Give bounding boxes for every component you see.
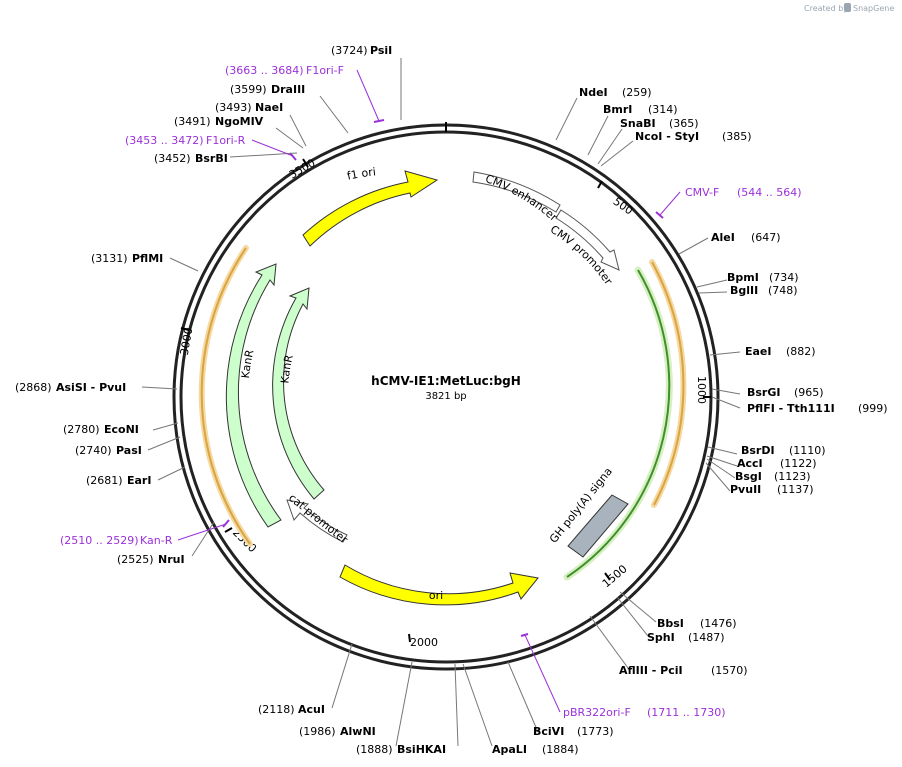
site-label-psii[interactable]: (3724)PsiI [331, 44, 392, 57]
tick-mark [180, 327, 190, 331]
site-label-bpmi[interactable]: BpmI(734) [727, 271, 799, 284]
site-label-asisi-pvui[interactable]: (2868)AsiSI - PvuI [15, 381, 126, 394]
site-label-bsrbi[interactable]: (3452)BsrBI [154, 152, 228, 165]
kanr-inner-feature [272, 287, 325, 500]
primer-label-kan-r[interactable]: (2510 .. 2529)Kan-R [60, 534, 173, 547]
site-label-bsrgi[interactable]: BsrGI(965) [747, 386, 824, 399]
tick-label: 3500 [287, 156, 318, 181]
tick-label: 3000 [178, 326, 196, 356]
site-label-bsgi[interactable]: BsgI(1123) [735, 470, 811, 483]
site-label-sphi[interactable]: SphI(1487) [647, 631, 725, 644]
f1-ori-feature [302, 170, 439, 247]
ori-feature [339, 564, 539, 606]
primer-label-f1ori-r[interactable]: (3453 .. 3472)F1ori-R [125, 134, 246, 147]
features [225, 170, 629, 606]
site-label-pflmi[interactable]: (3131)PflMI [91, 252, 163, 265]
site-label-naei[interactable]: (3493)NaeI [215, 101, 283, 114]
primer-marker [520, 633, 529, 637]
orf-main-arc [651, 261, 685, 506]
site-label-snabi[interactable]: SnaBI(365) [620, 117, 699, 130]
site-label-acci[interactable]: AccI(1122) [737, 457, 817, 470]
site-label-bglii[interactable]: BglII(748) [730, 284, 798, 297]
site-label-pasi[interactable]: (2740)PasI [75, 444, 142, 457]
site-label-draiii[interactable]: (3599)DraIII [230, 83, 305, 96]
tick-mark [224, 527, 233, 533]
primer-label-cmv-f[interactable]: CMV-F(544 .. 564) [685, 186, 802, 199]
orf-green-arc [566, 269, 671, 578]
cmv-promoter-feature [555, 209, 620, 271]
site-label-bcivi[interactable]: BciVI(1773) [533, 725, 614, 738]
site-label-alei[interactable]: AleI(647) [711, 231, 781, 244]
bgh-polya-label: bGH poly(A) signal [0, 0, 615, 546]
tick-mark [302, 158, 309, 168]
f1-ori-label: f1 ori [346, 165, 377, 182]
tick-mark [408, 633, 411, 643]
site-label-acui[interactable]: (2118)AcuI [258, 703, 325, 716]
cat-promoter-label: cat promoter [286, 491, 350, 546]
cmv-enhancer-feature [472, 171, 561, 213]
tick-mark [597, 180, 603, 189]
primer-label-pbr322ori-f[interactable]: pBR322ori-F(1711 .. 1730) [563, 706, 726, 719]
primer-label-f1ori-f[interactable]: (3663 .. 3684)F1ori-F [225, 64, 344, 77]
tick-label: 1500 [600, 562, 630, 590]
position-ticks: 500 1000 1500 2000 2500 3000 3500 [178, 156, 711, 649]
tick-mark [604, 572, 611, 581]
site-label-afliii-pcii[interactable]: AflIII - PciI(1570) [619, 664, 748, 677]
site-label-bsrdi[interactable]: BsrDI(1110) [741, 444, 826, 457]
primer-marker [655, 211, 664, 219]
primer-marker [222, 519, 230, 528]
ori-label: ori [429, 589, 443, 602]
site-label-pflfi-tth111i[interactable]: PflFI - Tth111I(999) [747, 402, 888, 415]
snapgene-credit: Created by SnapGene [804, 3, 894, 13]
site-label-bbsi[interactable]: BbsI(1476) [657, 617, 737, 630]
plasmid-name: hCMV-IE1:MetLuc:bgH [371, 374, 521, 388]
site-leader-lines [141, 58, 741, 747]
primer-labels: (3663 .. 3684)F1ori-F (3453 .. 3472)F1or… [60, 64, 802, 719]
primer-leader-lines [177, 69, 681, 713]
cat-promoter-feature [286, 499, 348, 543]
site-label-alwni[interactable]: (1986)AlwNI [299, 725, 376, 738]
site-label-apali[interactable]: ApaLI(1884) [492, 743, 579, 756]
bgh-polya-feature [567, 494, 629, 558]
tick-label: 2000 [410, 636, 438, 649]
orf-arcs [198, 245, 687, 581]
plasmid-length: 3821 bp [425, 391, 466, 402]
kanr-outer-feature [225, 263, 282, 528]
site-label-nrui[interactable]: (2525)NruI [117, 553, 185, 566]
site-label-bsihkai[interactable]: (1888)BsiHKAI [356, 743, 446, 756]
kanr-inner-label: KanR [278, 353, 295, 384]
snapgene-logo-icon [844, 3, 851, 12]
credit-brand: SnapGene [853, 4, 894, 13]
kanr-outer-label: KanR [239, 348, 257, 379]
orf-kan-arc [200, 247, 251, 545]
site-label-ncoi-styi[interactable]: NcoI - StyI(385) [635, 130, 752, 143]
site-label-eari[interactable]: (2681)EarI [86, 474, 151, 487]
tick-label: 1000 [695, 376, 708, 404]
primer-marker [289, 152, 297, 161]
site-label-econi[interactable]: (2780)EcoNI [63, 423, 139, 436]
site-label-bmri[interactable]: BmrI(314) [603, 103, 678, 116]
site-label-pvuii[interactable]: PvuII(1137) [730, 483, 814, 496]
credit-prefix: Created by [804, 4, 848, 13]
site-label-ndei[interactable]: NdeI(259) [579, 86, 652, 99]
site-label-eaei[interactable]: EaeI(882) [745, 345, 816, 358]
site-label-ngomiv[interactable]: (3491)NgoMIV [174, 115, 264, 128]
restriction-site-labels: (3724)PsiI (3599)DraIII (3493)NaeI (3491… [15, 44, 888, 756]
